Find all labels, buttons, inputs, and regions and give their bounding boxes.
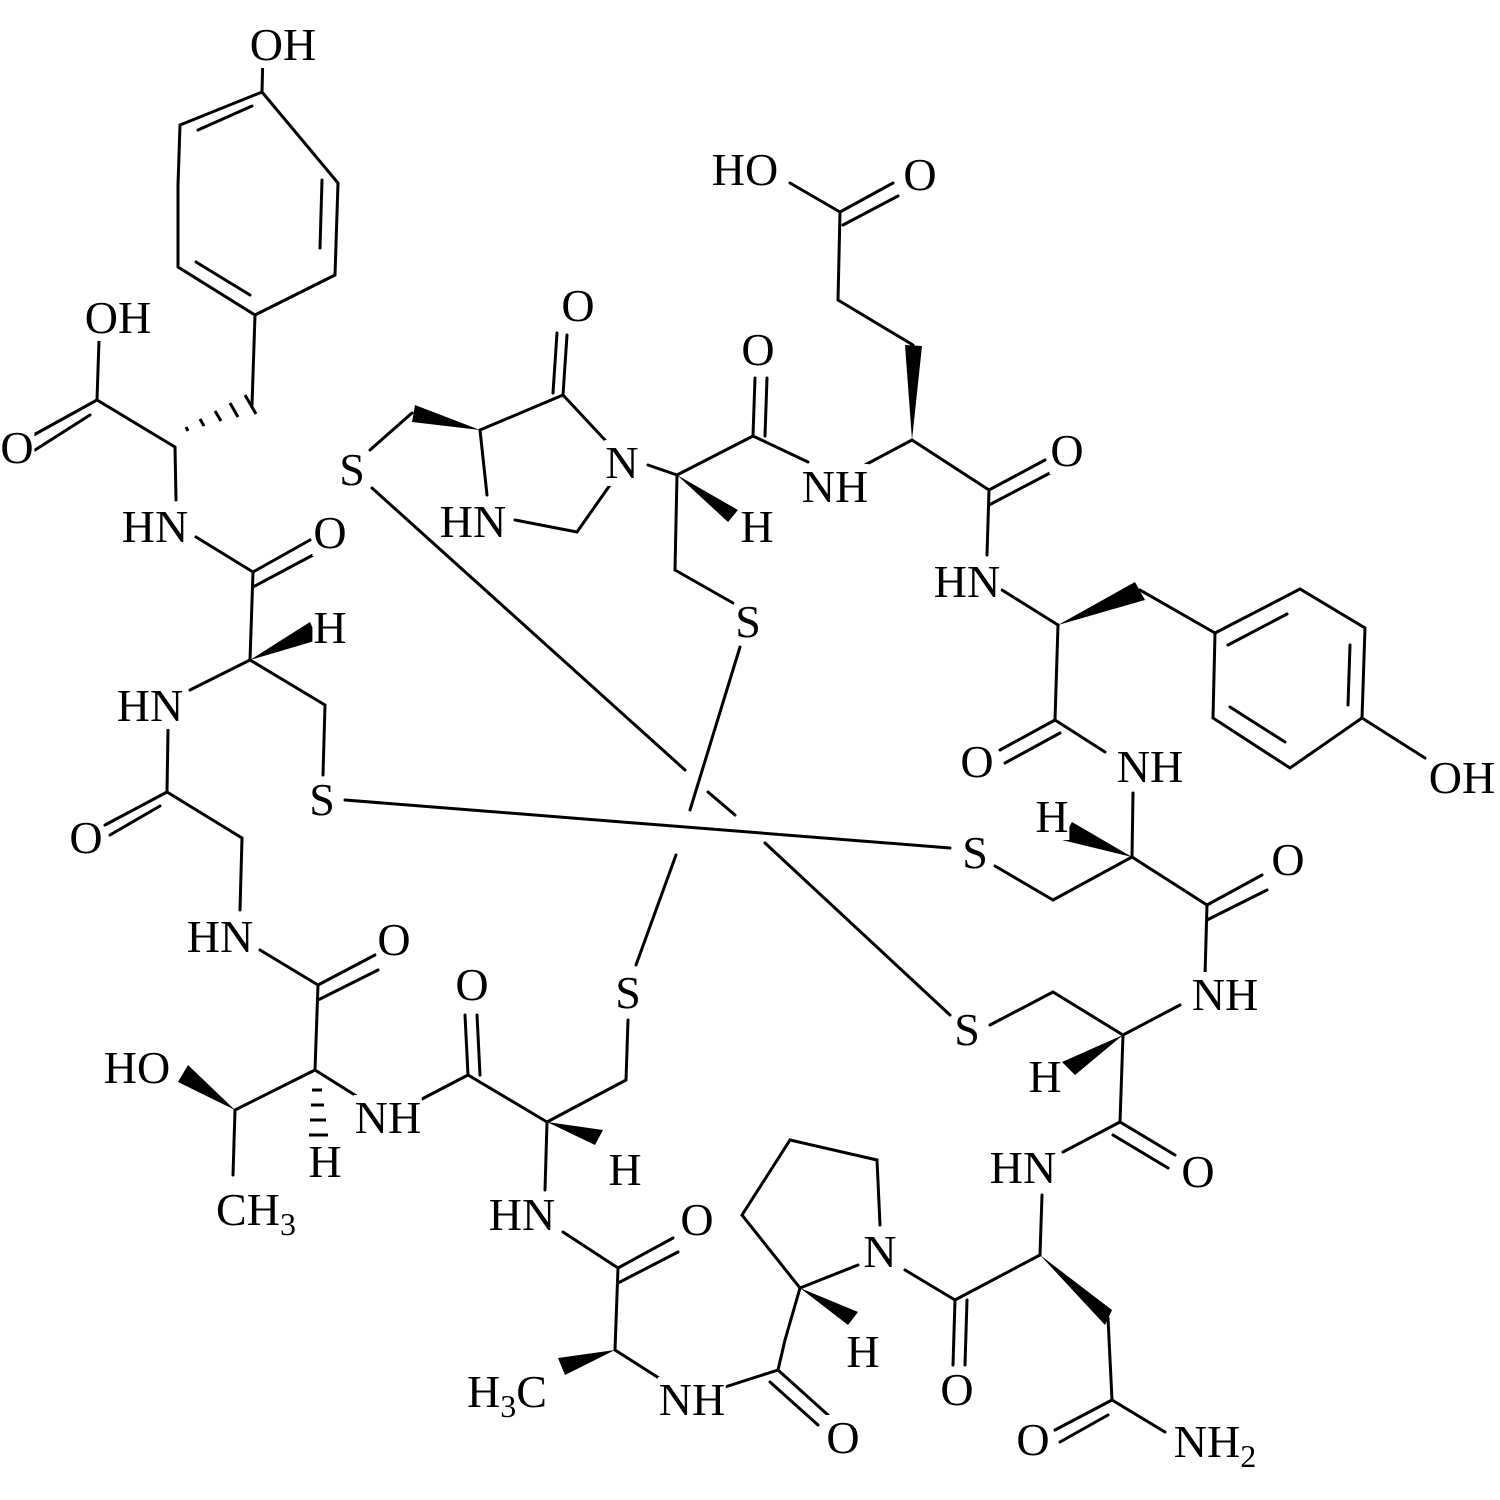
atom-label-s-cys5: S: [961, 827, 989, 878]
atom-label-o-ala: O: [679, 1194, 715, 1245]
atom-label-o-1: O: [312, 507, 348, 558]
atom-label-h-cys3: H: [607, 1144, 643, 1195]
atom-label-n-pro: N: [862, 1226, 898, 1277]
atom-label-h-thr: H: [307, 1136, 343, 1187]
atom-label-s-cys2: S: [734, 596, 762, 647]
atom-label-o-pro: O: [939, 1364, 975, 1415]
atom-label-o-glu: O: [902, 149, 938, 200]
atom-label-nh-5: NH: [1115, 741, 1185, 792]
atom-label-o-ring: O: [560, 280, 596, 331]
atom-label-ch3-thr: CH3: [215, 1184, 297, 1242]
atom-label-hn-tyr2: HN: [932, 556, 1002, 607]
atom-label-nh-thr: NH: [353, 1092, 423, 1143]
atom-label-o-pro-co: O: [825, 1412, 861, 1463]
atom-label-oh-tyr1: OH: [248, 19, 318, 70]
atom-label-o-3: O: [376, 914, 412, 965]
atom-label-hn-1: HN: [120, 501, 190, 552]
atom-label-h-cys5: H: [1034, 791, 1070, 842]
threonine-hash-bond: [309, 1088, 328, 1137]
atom-label-o-8: O: [1049, 425, 1085, 476]
tyrosine-1-ring: [176, 50, 340, 407]
atom-label-h3c-ala: H3C: [466, 1366, 548, 1424]
atom-label-nh-glu: NH: [800, 461, 870, 512]
atom-label-o-4: O: [454, 959, 490, 1010]
tyrosine-1-hash-bond: [184, 394, 258, 432]
atom-label-o-9: O: [740, 324, 776, 375]
atom-label-h-cys2: H: [739, 501, 775, 552]
atom-label-h-cys1: H: [312, 602, 348, 653]
atom-label-s-ring: S: [338, 444, 366, 495]
atom-label-hn-2: HN: [115, 680, 185, 731]
atom-label-s-cys1: S: [308, 774, 336, 825]
atom-label-hn-3: HN: [185, 911, 255, 962]
atom-label-o-5: O: [1180, 1146, 1216, 1197]
atom-label-o-asn: O: [1015, 1414, 1051, 1465]
atom-label-oh-tyr2: OH: [1427, 752, 1497, 803]
atom-label-nh2-asn: NH2: [1172, 1416, 1258, 1474]
atom-label-o-7: O: [959, 736, 995, 787]
atom-label-oh-cooh: OH: [83, 292, 153, 343]
atom-label-h-pro: H: [845, 1326, 881, 1377]
atom-label-o-6: O: [1270, 834, 1306, 885]
atom-label-o-cooh: O: [0, 422, 35, 473]
atom-label-s-cys4: S: [953, 1004, 981, 1055]
atom-label-hn-asn: HN: [988, 1142, 1058, 1193]
atom-label-ho-thr: HO: [102, 1042, 172, 1093]
atom-label-nh-4: NH: [1190, 969, 1260, 1020]
atom-label-o-2: O: [68, 812, 104, 863]
atom-label-s-cys3: S: [614, 967, 642, 1018]
atom-label-n-ring: N: [604, 437, 640, 488]
atom-label-h-cys4: H: [1027, 1051, 1063, 1102]
atom-label-ho-glu: HO: [710, 144, 780, 195]
atom-label-hn-ring: HN: [438, 496, 508, 547]
atom-label-nh-ala: NH: [657, 1374, 727, 1425]
atom-label-hn-ala: HN: [487, 1189, 557, 1240]
